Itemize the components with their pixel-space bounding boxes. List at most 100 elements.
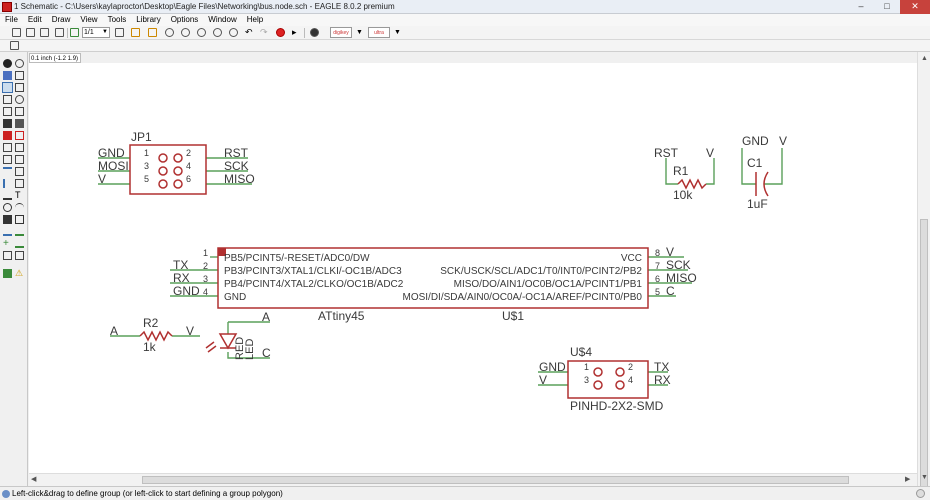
attribute-icon[interactable]	[3, 251, 12, 260]
stop-command-icon[interactable]	[916, 489, 925, 498]
name-icon[interactable]	[3, 143, 12, 152]
chevron-down-icon[interactable]: ▼	[394, 29, 401, 36]
redo-icon[interactable]: ↷	[260, 27, 268, 37]
undo-icon[interactable]: ↶	[245, 27, 253, 37]
rect-icon[interactable]	[3, 215, 12, 224]
polygon-icon[interactable]	[15, 215, 24, 224]
circle-icon[interactable]	[3, 203, 12, 212]
u4-body[interactable]	[567, 360, 649, 399]
vertical-scroll-thumb[interactable]	[920, 219, 928, 489]
net-icon[interactable]	[15, 227, 24, 236]
menu-help[interactable]: Help	[246, 15, 264, 24]
bus-icon[interactable]	[3, 227, 12, 236]
menu-library[interactable]: Library	[136, 15, 161, 24]
split-icon[interactable]	[15, 155, 24, 164]
arc-icon[interactable]	[15, 203, 24, 212]
grid-icon[interactable]	[10, 41, 19, 50]
zoom-out-icon[interactable]	[197, 28, 206, 37]
help-icon[interactable]	[310, 28, 319, 37]
digikey-button[interactable]: digikey	[330, 27, 352, 38]
r2-body[interactable]	[139, 330, 173, 342]
wrench-icon[interactable]	[15, 119, 24, 128]
menu-window[interactable]: Window	[208, 15, 237, 24]
run-icon[interactable]	[148, 28, 157, 37]
label-icon[interactable]	[15, 239, 24, 248]
sheet-select[interactable]: 1/1 ▼	[82, 27, 110, 38]
group-icon[interactable]	[15, 83, 24, 92]
chevron-down-icon[interactable]: ▼	[356, 29, 363, 36]
status-info-icon	[2, 490, 10, 498]
schematic-drawing[interactable]: JP1 GND MOSI V RST SCK MISO 1 3 5 2 4 6 …	[29, 63, 917, 473]
jp1-body[interactable]	[129, 144, 207, 195]
menu-edit[interactable]: Edit	[27, 15, 42, 24]
menu-options[interactable]: Options	[170, 15, 199, 24]
show-icon[interactable]	[15, 59, 24, 68]
eagle-app-icon[interactable]	[2, 2, 12, 12]
copy-icon[interactable]	[3, 107, 12, 116]
horizontal-scrollbar[interactable]: ◀ ▶	[29, 473, 917, 486]
close-button[interactable]: ✕	[900, 0, 930, 14]
open-icon[interactable]	[12, 28, 21, 37]
junction-icon[interactable]: +	[3, 238, 9, 249]
mirror-icon[interactable]	[3, 95, 12, 104]
scroll-up-icon[interactable]: ▲	[921, 55, 928, 62]
paste-icon[interactable]	[15, 107, 24, 116]
add-icon[interactable]	[3, 131, 12, 140]
dimension-icon[interactable]	[15, 251, 24, 260]
board-switch-icon[interactable]	[70, 28, 79, 37]
rotate-icon[interactable]	[15, 95, 24, 104]
horizontal-scroll-thumb[interactable]	[142, 476, 849, 484]
miter-icon[interactable]	[3, 167, 12, 176]
pin-pad	[615, 367, 625, 377]
print-icon[interactable]	[40, 28, 49, 37]
mark-icon[interactable]	[15, 71, 24, 80]
replace-icon[interactable]	[15, 131, 24, 140]
menu-draw[interactable]: Draw	[51, 15, 71, 24]
script-icon[interactable]	[131, 28, 140, 37]
r2-name: R2	[143, 316, 159, 330]
menu-view[interactable]: View	[80, 15, 98, 24]
minimize-button[interactable]: –	[858, 1, 864, 11]
erc-icon[interactable]	[3, 269, 12, 278]
c1-value: 1uF	[747, 197, 768, 211]
info-icon[interactable]	[3, 59, 12, 68]
menu-file[interactable]: File	[5, 15, 18, 24]
zoom-in-icon[interactable]	[181, 28, 190, 37]
pin-number: 7	[655, 261, 660, 271]
schematic-canvas[interactable]: JP1 GND MOSI V RST SCK MISO 1 3 5 2 4 6 …	[29, 63, 917, 473]
r1-body[interactable]	[677, 178, 707, 190]
value-icon[interactable]	[15, 143, 24, 152]
change-icon[interactable]	[15, 179, 24, 188]
scroll-left-icon[interactable]: ◀	[31, 476, 37, 483]
cam-icon[interactable]	[55, 28, 64, 37]
maximize-button[interactable]: □	[884, 1, 890, 11]
led-body[interactable]	[218, 333, 238, 350]
net-label: GND	[742, 134, 769, 148]
scroll-down-icon[interactable]: ▼	[921, 474, 928, 481]
toolbar-separator	[67, 28, 68, 38]
smash-icon[interactable]	[3, 155, 12, 164]
net-label: TX	[173, 258, 188, 272]
delete-icon[interactable]	[3, 119, 12, 128]
text-icon[interactable]: T	[15, 190, 21, 200]
menu-tools[interactable]: Tools	[107, 15, 127, 24]
display-icon[interactable]	[3, 71, 12, 80]
ulp-icon[interactable]	[115, 28, 124, 37]
go-icon[interactable]: ▸	[292, 27, 297, 37]
ultra-librarian-button[interactable]: ultra librarian	[368, 27, 390, 46]
gateswap-icon[interactable]	[3, 179, 12, 188]
warning-icon[interactable]: ⚠	[15, 268, 24, 278]
vertical-scrollbar[interactable]: ▲ ▼	[917, 52, 930, 489]
u1-body[interactable]	[217, 247, 649, 309]
scroll-right-icon[interactable]: ▶	[905, 476, 911, 483]
save-icon[interactable]	[26, 28, 35, 37]
redraw-icon[interactable]	[229, 28, 238, 37]
pin-number: 2	[628, 362, 633, 372]
zoom-fit-icon[interactable]	[165, 28, 174, 37]
pin-pad	[593, 367, 603, 377]
pinswap-icon[interactable]	[15, 167, 24, 176]
zoom-select-icon[interactable]	[213, 28, 222, 37]
move-icon[interactable]	[2, 82, 13, 93]
wire-icon[interactable]	[3, 191, 12, 200]
stop-icon[interactable]	[276, 28, 285, 37]
